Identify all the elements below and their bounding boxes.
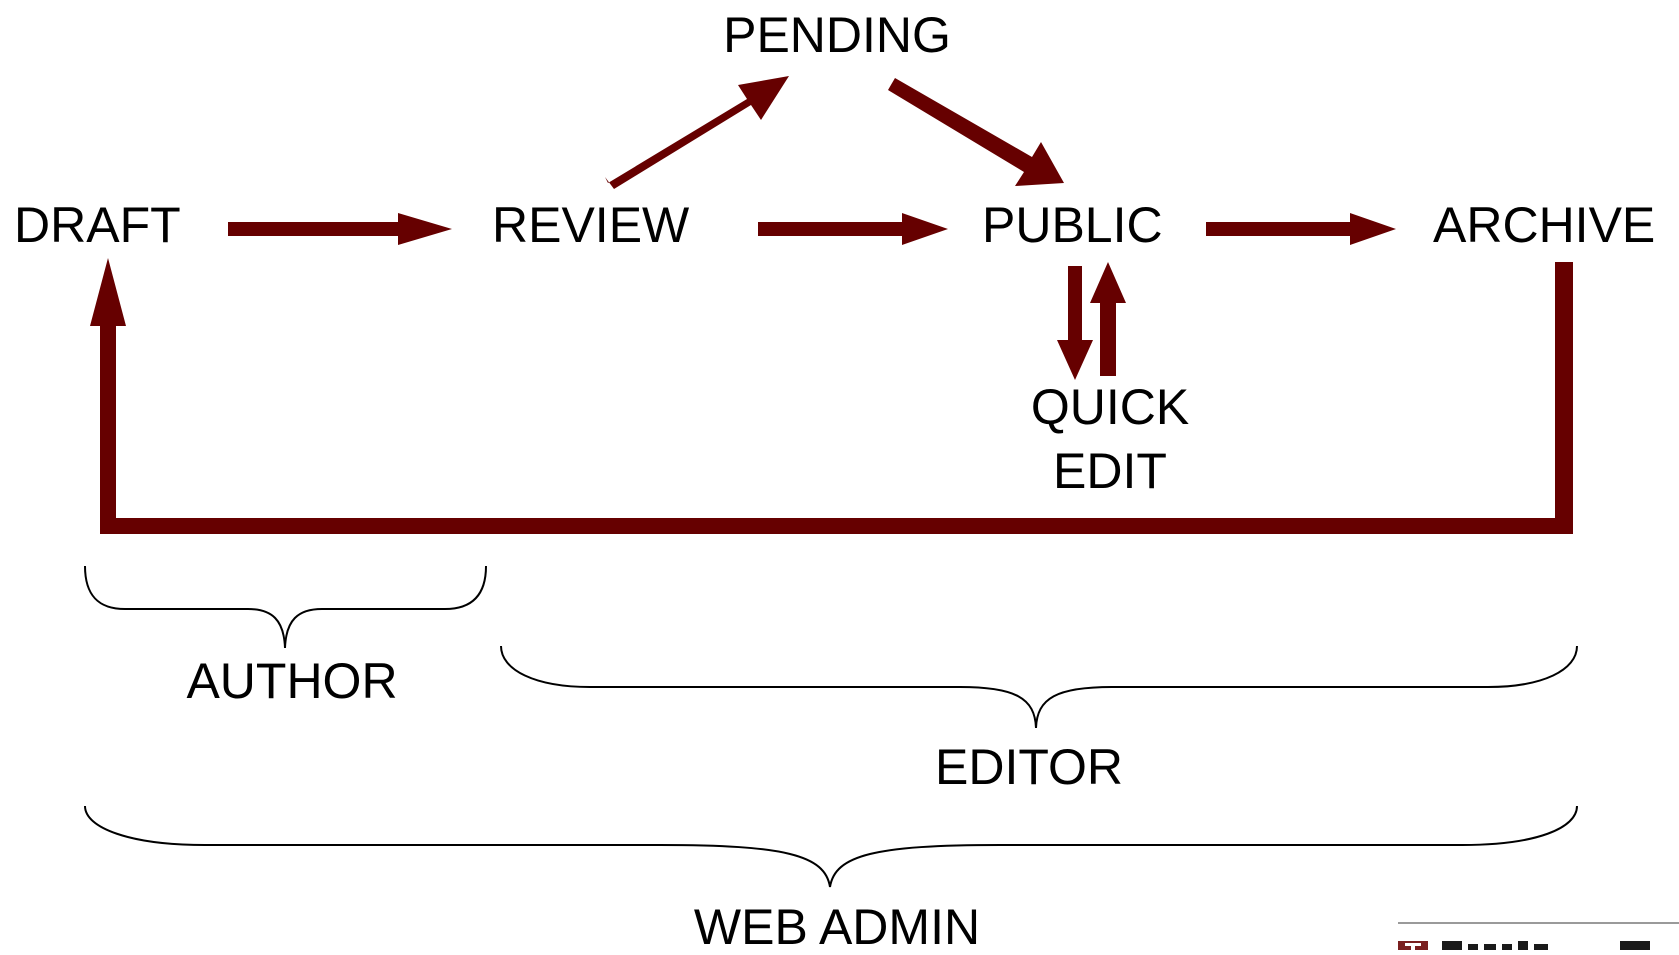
arrow-review-to-pending xyxy=(605,76,789,189)
editor-brace xyxy=(500,645,1578,729)
arrow-pending-to-public xyxy=(888,78,1064,186)
author-brace xyxy=(84,565,487,649)
arrow-draft-to-review xyxy=(228,213,452,245)
role-author: AUTHOR xyxy=(186,653,398,709)
state-archive: ARCHIVE xyxy=(1433,197,1656,253)
state-draft: DRAFT xyxy=(14,197,181,253)
role-editor: EDITOR xyxy=(935,739,1123,795)
state-quick-edit-line1: QUICK xyxy=(1030,379,1190,435)
arrow-archive-to-draft-loop xyxy=(90,258,1573,534)
arrow-public-to-archive xyxy=(1206,213,1396,245)
state-quick-edit-line2: EDIT xyxy=(1053,443,1167,499)
state-review: REVIEW xyxy=(492,197,690,253)
arrow-quick-edit-to-public xyxy=(1090,262,1126,376)
role-web-admin: WEB ADMIN xyxy=(693,899,981,955)
footer-divider xyxy=(1398,922,1679,924)
state-pending: PENDING xyxy=(723,7,951,63)
state-public: PUBLIC xyxy=(982,197,1163,253)
university-logo-icon xyxy=(1398,938,1679,950)
arrow-public-to-quick-edit xyxy=(1057,266,1093,380)
web-admin-brace xyxy=(84,805,1578,888)
arrow-review-to-public xyxy=(758,213,948,245)
